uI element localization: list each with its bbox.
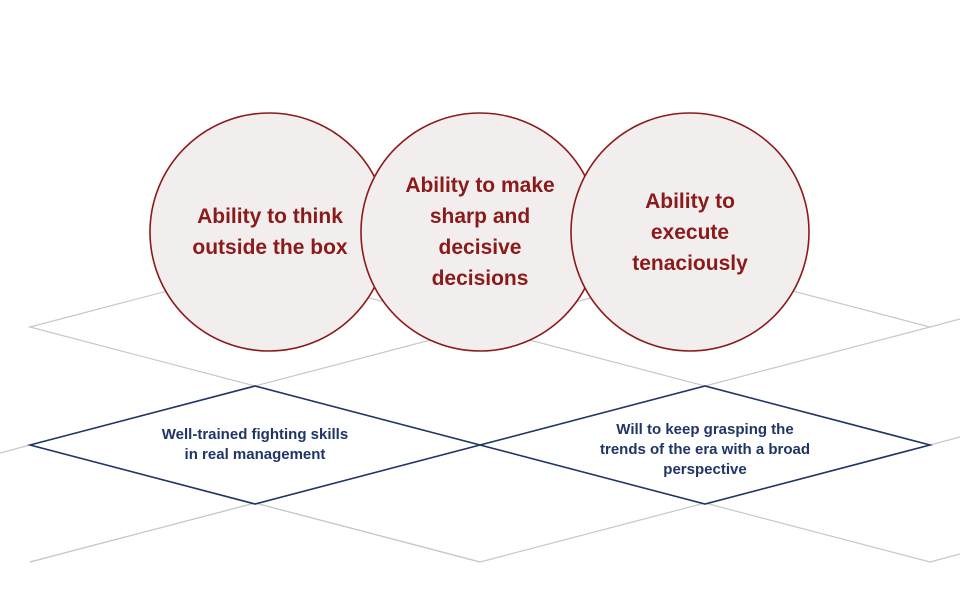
circle-left-label: Ability to think outside the box (192, 205, 348, 259)
grid-edge-lower-3 (479, 502, 706, 563)
grid-diamond-lower-left (29, 502, 481, 563)
diamond-right-label: Will to keep grasping the trends of the … (599, 421, 811, 478)
grid-edge-right-tail (929, 436, 960, 446)
grid-edge-left-tail (0, 444, 31, 454)
grid-edge-lower-4 (704, 502, 931, 563)
grid-edge-lower-5 (929, 553, 960, 563)
circle-middle-label: Ability to make sharp and decisive decis… (405, 174, 555, 290)
diamond-right (476, 385, 934, 505)
grid-edge-lower-2 (254, 502, 481, 563)
diamond-row (26, 385, 934, 505)
grid-edge-upper-right-tail (929, 318, 960, 328)
circle-right (570, 112, 810, 352)
grid-edge-lower-1 (29, 502, 256, 563)
circle-right-label: Ability to execute tenaciously (632, 189, 748, 275)
circle-row (149, 112, 810, 352)
diamond-left-label: Well-trained fighting skills in real man… (161, 426, 349, 463)
